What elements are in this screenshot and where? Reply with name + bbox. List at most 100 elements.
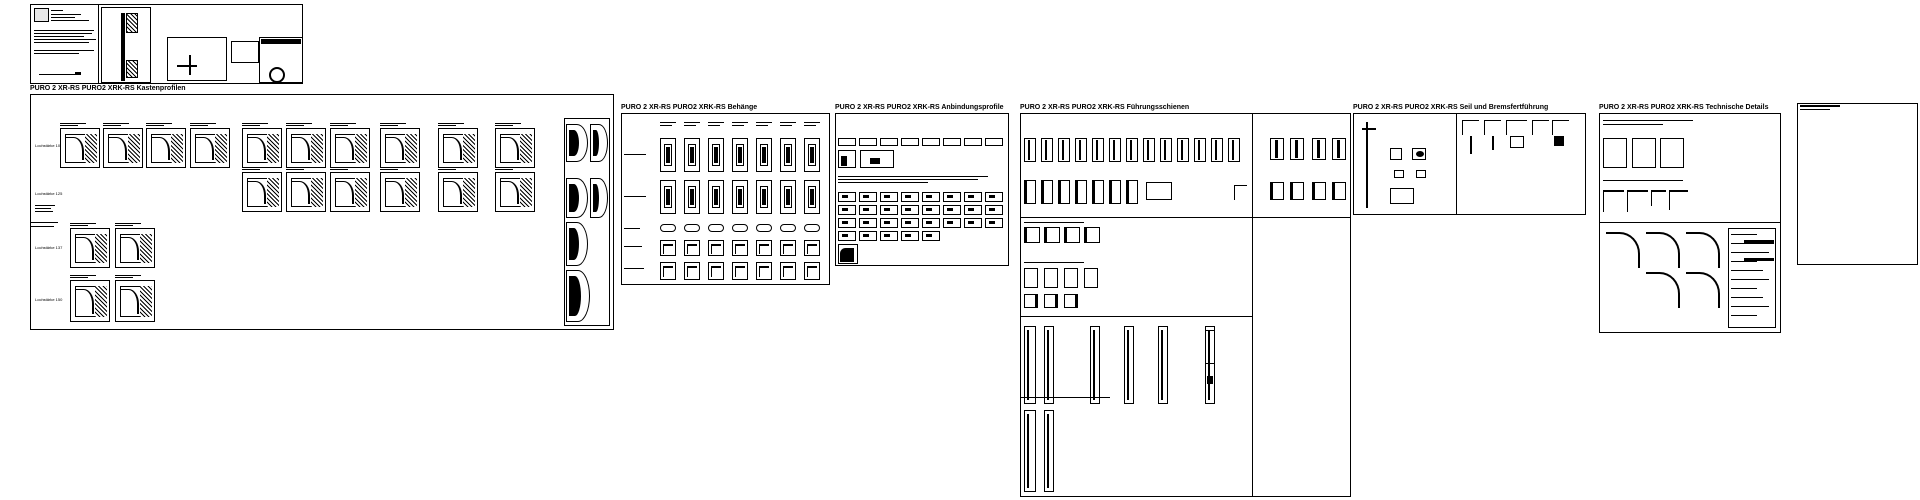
slat-endpiece bbox=[660, 240, 676, 256]
profile-thumbnail bbox=[495, 172, 535, 212]
thumbnail-caption bbox=[438, 123, 464, 124]
thumbnail-caption bbox=[115, 225, 133, 226]
long-rail-core bbox=[1047, 330, 1049, 400]
slat-endpiece bbox=[684, 262, 700, 280]
slat-profile bbox=[732, 138, 748, 172]
slat-endpiece bbox=[780, 262, 796, 280]
column-header bbox=[684, 122, 700, 123]
thumbnail-caption bbox=[115, 275, 141, 276]
rail-cap-fill bbox=[1207, 376, 1213, 384]
rail-section-5 bbox=[1044, 268, 1058, 288]
profile-thumbnail bbox=[103, 128, 143, 168]
brems-detail bbox=[1552, 120, 1569, 135]
tech-hook bbox=[1646, 272, 1680, 308]
thumbnail-caption bbox=[146, 123, 172, 124]
thumbnail-caption bbox=[60, 125, 78, 126]
anbindung-cell-fill bbox=[905, 195, 911, 198]
profile-thumbnail bbox=[70, 280, 110, 322]
anbindung-cell-fill bbox=[926, 234, 932, 237]
rail-section-2 bbox=[1024, 180, 1036, 204]
slat-flat bbox=[684, 224, 700, 232]
anbindung-fill bbox=[841, 156, 847, 166]
anbindung-cell bbox=[838, 192, 856, 202]
thumbnail-caption bbox=[190, 125, 208, 126]
anbindung-cell-fill bbox=[842, 208, 848, 211]
anbindung-small bbox=[964, 138, 982, 146]
rail-web bbox=[1045, 140, 1047, 160]
rail-web bbox=[1164, 140, 1166, 160]
profile-thumbnail bbox=[190, 128, 230, 168]
column-header bbox=[780, 125, 792, 126]
rail-web bbox=[1232, 140, 1234, 160]
row-label bbox=[624, 154, 646, 155]
anbindung-cell-fill bbox=[968, 221, 974, 224]
anbindung-large-fill bbox=[840, 248, 854, 262]
seil-fitting bbox=[1390, 148, 1402, 160]
anbindung-cell-fill bbox=[842, 195, 848, 198]
rail-web bbox=[1113, 140, 1115, 160]
slat-endpiece bbox=[660, 262, 676, 280]
anbindung-cell-fill bbox=[989, 195, 995, 198]
rail-web bbox=[1337, 140, 1340, 158]
anbindung-small bbox=[922, 138, 940, 146]
sheet-anbindungsprofile bbox=[835, 113, 1009, 266]
brems-detail bbox=[1506, 120, 1527, 135]
thumbnail-caption bbox=[115, 223, 141, 224]
anbindung-cell bbox=[985, 218, 1003, 228]
slat-profile bbox=[732, 180, 748, 214]
anbindung-cell-fill bbox=[905, 208, 911, 211]
slat-flat bbox=[732, 224, 748, 232]
column-header bbox=[780, 122, 796, 123]
anbindung-cell bbox=[859, 205, 877, 215]
rail-angle bbox=[1234, 185, 1247, 200]
slat-profile bbox=[708, 180, 724, 214]
rail-section bbox=[1177, 138, 1189, 162]
sheet-seil bbox=[1353, 113, 1586, 215]
side-section-detail bbox=[590, 178, 608, 218]
caption bbox=[1024, 262, 1084, 263]
long-rail-core bbox=[1208, 330, 1210, 400]
slat-endpiece bbox=[732, 240, 748, 256]
thumbnail-caption bbox=[103, 123, 129, 124]
thumbnail-caption bbox=[286, 125, 304, 126]
rail-section bbox=[1211, 138, 1223, 162]
anbindung-large bbox=[838, 244, 858, 264]
tech-table bbox=[1728, 228, 1776, 328]
thumbnail-caption bbox=[70, 275, 96, 276]
rail-web bbox=[1028, 140, 1030, 160]
caption bbox=[1024, 222, 1084, 223]
profile-thumbnail bbox=[495, 128, 535, 168]
anbindung-cell bbox=[880, 192, 898, 202]
slat-profile bbox=[780, 180, 796, 214]
sheet-title-kastenprofilen: PURO 2 XR-RS PURO2 XRK-RS Kastenprofilen bbox=[30, 85, 186, 92]
long-rail-core bbox=[1047, 414, 1049, 488]
column-header bbox=[660, 125, 672, 126]
anbindung-cell bbox=[880, 205, 898, 215]
side-section-fill bbox=[569, 184, 579, 212]
long-rail-core bbox=[1161, 330, 1163, 400]
side-section-fill bbox=[569, 228, 579, 260]
anbindung-cell-fill bbox=[884, 234, 890, 237]
row-label-150: Lochstärke 150 bbox=[35, 297, 63, 302]
rail-web bbox=[1275, 140, 1278, 158]
tech-panel bbox=[1660, 138, 1684, 168]
thumbnail-caption bbox=[242, 167, 268, 168]
side-section-fill bbox=[593, 130, 599, 156]
profile-thumbnail bbox=[438, 172, 478, 212]
anbindung-cell bbox=[964, 205, 982, 215]
thumbnail-caption bbox=[242, 125, 260, 126]
thumbnail-caption bbox=[286, 167, 312, 168]
anbindung-cell-fill bbox=[842, 221, 848, 224]
anbindung-cell bbox=[838, 231, 856, 241]
anbindung-small bbox=[859, 138, 877, 146]
rail-web bbox=[1198, 140, 1200, 160]
rail-section bbox=[1109, 138, 1121, 162]
tech-profile bbox=[1744, 240, 1774, 244]
seil-vertical-rail bbox=[1366, 122, 1368, 208]
anbindung-cell-fill bbox=[926, 221, 932, 224]
long-rail bbox=[1024, 326, 1036, 404]
rail-foot bbox=[1290, 182, 1304, 200]
rail-section bbox=[1228, 138, 1240, 162]
tech-table-row bbox=[1731, 261, 1757, 262]
slat-profile bbox=[660, 180, 676, 214]
